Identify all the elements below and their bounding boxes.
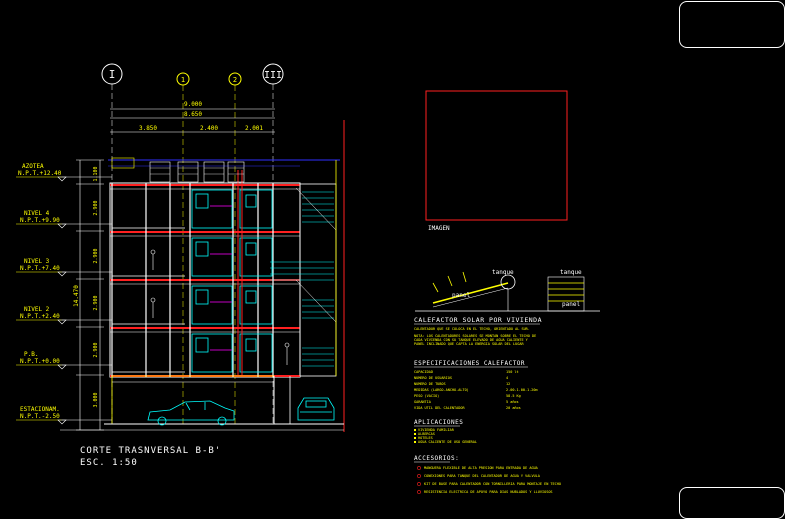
svg-text:5 años: 5 años bbox=[506, 400, 519, 404]
specs-title: ESPECIFICACIONES CALEFACTOR bbox=[414, 360, 525, 367]
dim-v-2: 2.900 bbox=[93, 248, 99, 263]
dim-bay-1: 3.850 bbox=[139, 125, 157, 132]
heater-note-0: NOTA: LOS CALENTADORES SOLARES SE MONTAN… bbox=[414, 334, 536, 338]
svg-text:4: 4 bbox=[506, 376, 508, 380]
top-dimensions: 9.000 8.650 3.850 2.400 2.001 bbox=[110, 101, 275, 133]
svg-text:GARANTIA: GARANTIA bbox=[414, 400, 432, 404]
svg-text:NUMERO DE TUBOS: NUMERO DE TUBOS bbox=[414, 382, 446, 386]
vertical-dimensions: 14.470 1.100 2.900 2.900 2.900 2.900 3.0… bbox=[73, 159, 104, 431]
axis-right-label: III bbox=[264, 70, 282, 81]
level-nivel-2: NIVEL 2 N.P.T.+2.40 bbox=[16, 306, 67, 325]
dim-v-6: 3.000 bbox=[93, 392, 99, 407]
tank-label-right: tanque bbox=[560, 269, 582, 276]
heater-note-2: PANEL INCLINADO QUE CAPTA LA ENERGIA SOL… bbox=[414, 342, 524, 346]
svg-text:ESTACIONAM.: ESTACIONAM. bbox=[20, 406, 60, 413]
svg-text:KIT DE BASE PARA CALENTADOR CO: KIT DE BASE PARA CALENTADOR CON TORNILLE… bbox=[424, 482, 561, 486]
solar-heater-diagram: panel tanque tanque panel bbox=[415, 269, 600, 312]
applications-list: VIVIENDA FAMILIAR ALBERCAS HOTELES AGUA … bbox=[414, 428, 477, 444]
heater-title: CALEFACTOR SOLAR POR VIVIENDA bbox=[414, 316, 542, 324]
dim-bay-3: 2.001 bbox=[245, 125, 263, 132]
svg-text:VIVIENDA FAMILIAR: VIVIENDA FAMILIAR bbox=[418, 428, 455, 432]
corner-frame-bottom-right bbox=[679, 487, 785, 519]
svg-text:N.P.T.-2.50: N.P.T.-2.50 bbox=[20, 413, 60, 420]
svg-text:CONEXIONES PARA TANQUE DEL CAL: CONEXIONES PARA TANQUE DEL CALENTADOR DE… bbox=[424, 474, 541, 478]
specs-table: CAPACIDAD 150 lt NUMERO DE USUARIOS 4 NU… bbox=[414, 370, 538, 410]
svg-text:N.P.T.+12.40: N.P.T.+12.40 bbox=[18, 170, 62, 177]
accessories-title: ACCESORIOS: bbox=[414, 455, 459, 462]
svg-text:N.P.T.+0.00: N.P.T.+0.00 bbox=[20, 358, 60, 365]
section-scale: ESC. 1:50 bbox=[80, 458, 138, 468]
dim-bay-2: 2.400 bbox=[200, 125, 218, 132]
svg-text:NIVEL 2: NIVEL 2 bbox=[24, 306, 50, 313]
panel-label-left: panel bbox=[452, 292, 470, 299]
svg-text:VIDA UTIL DEL CALENTADOR: VIDA UTIL DEL CALENTADOR bbox=[414, 406, 465, 410]
dim-v-3: 2.900 bbox=[93, 295, 99, 310]
svg-text:NIVEL 3: NIVEL 3 bbox=[24, 258, 50, 265]
svg-text:MANGUERA FLEXIBLE DE ALTA PRES: MANGUERA FLEXIBLE DE ALTA PRESION PARA E… bbox=[424, 466, 539, 470]
level-estacionamiento: ESTACIONAM. N.P.T.-2.50 bbox=[16, 406, 67, 425]
svg-text:N.P.T.+7.40: N.P.T.+7.40 bbox=[20, 265, 60, 272]
section-title: CORTE TRASNVERSAL B-B' bbox=[80, 446, 221, 456]
svg-text:N.P.T.+2.40: N.P.T.+2.40 bbox=[20, 313, 60, 320]
dim-v-4: 2.900 bbox=[93, 342, 99, 357]
dim-v-1: 2.900 bbox=[93, 200, 99, 215]
svg-text:ALBERCAS: ALBERCAS bbox=[418, 432, 435, 436]
corner-frame-top-right bbox=[679, 1, 785, 48]
level-nivel-4: NIVEL 4 N.P.T.+9.90 bbox=[16, 210, 67, 229]
svg-text:P.B.: P.B. bbox=[24, 351, 38, 358]
svg-text:AZOTEA: AZOTEA bbox=[22, 163, 44, 170]
svg-text:NUMERO DE USUARIOS: NUMERO DE USUARIOS bbox=[414, 376, 452, 380]
building-section bbox=[60, 120, 345, 432]
svg-text:20 años: 20 años bbox=[506, 406, 521, 410]
heater-note-1: CADA VIVIENDA CON SU TANQUE ELEVADO DE A… bbox=[414, 338, 529, 342]
heater-subtitle: CALENTADOR QUE SE COLOCA EN EL TECHO, OR… bbox=[414, 327, 530, 331]
car-side-view bbox=[147, 400, 235, 426]
level-azotea: AZOTEA N.P.T.+12.40 bbox=[16, 163, 67, 182]
svg-text:150 lt: 150 lt bbox=[506, 370, 519, 374]
dim-total-top: 9.000 bbox=[184, 101, 202, 108]
axis-2-label: 2 bbox=[233, 76, 237, 84]
car-front-view bbox=[297, 397, 335, 421]
accessories-list: MANGUERA FLEXIBLE DE ALTA PRESION PARA E… bbox=[417, 466, 561, 494]
level-nivel-3: NIVEL 3 N.P.T.+7.40 bbox=[16, 258, 67, 277]
applications-title: APLICACIONES bbox=[414, 419, 463, 426]
image-label: IMAGEN bbox=[428, 225, 450, 232]
image-frame bbox=[425, 90, 568, 221]
dim-vertical-total: 14.470 bbox=[73, 285, 80, 307]
svg-text:CAPACIDAD: CAPACIDAD bbox=[414, 370, 433, 374]
svg-text:RESISTENCIA ELECTRICA DE APOYO: RESISTENCIA ELECTRICA DE APOYO PARA DIAS… bbox=[424, 490, 553, 494]
svg-text:PESO (VACIO): PESO (VACIO) bbox=[414, 394, 439, 398]
axis-left-label: I bbox=[109, 68, 116, 81]
level-labels: AZOTEA N.P.T.+12.40 NIVEL 4 N.P.T.+9.90 … bbox=[16, 163, 67, 425]
panel-label-right: panel bbox=[562, 301, 580, 308]
svg-text:AGUA CALIENTE DE USO GENERAL: AGUA CALIENTE DE USO GENERAL bbox=[418, 440, 477, 444]
svg-text:2.00-1.00-1.20m: 2.00-1.00-1.20m bbox=[506, 388, 538, 392]
dim-v-0: 1.100 bbox=[93, 166, 99, 181]
dim-total-second: 8.650 bbox=[184, 111, 202, 118]
level-pb: P.B. N.P.T.+0.00 bbox=[16, 351, 67, 370]
svg-text:NIVEL 4: NIVEL 4 bbox=[24, 210, 50, 217]
axis-1-label: 1 bbox=[181, 76, 185, 84]
tank-label-left: tanque bbox=[492, 269, 514, 276]
svg-text:MEDIDAS (LARGO-ANCHO-ALTO): MEDIDAS (LARGO-ANCHO-ALTO) bbox=[414, 388, 469, 392]
svg-text:HOTELES: HOTELES bbox=[418, 436, 433, 440]
svg-text:12: 12 bbox=[506, 382, 510, 386]
svg-text:58.5 Kg: 58.5 Kg bbox=[506, 394, 521, 398]
svg-text:N.P.T.+9.90: N.P.T.+9.90 bbox=[20, 217, 60, 224]
